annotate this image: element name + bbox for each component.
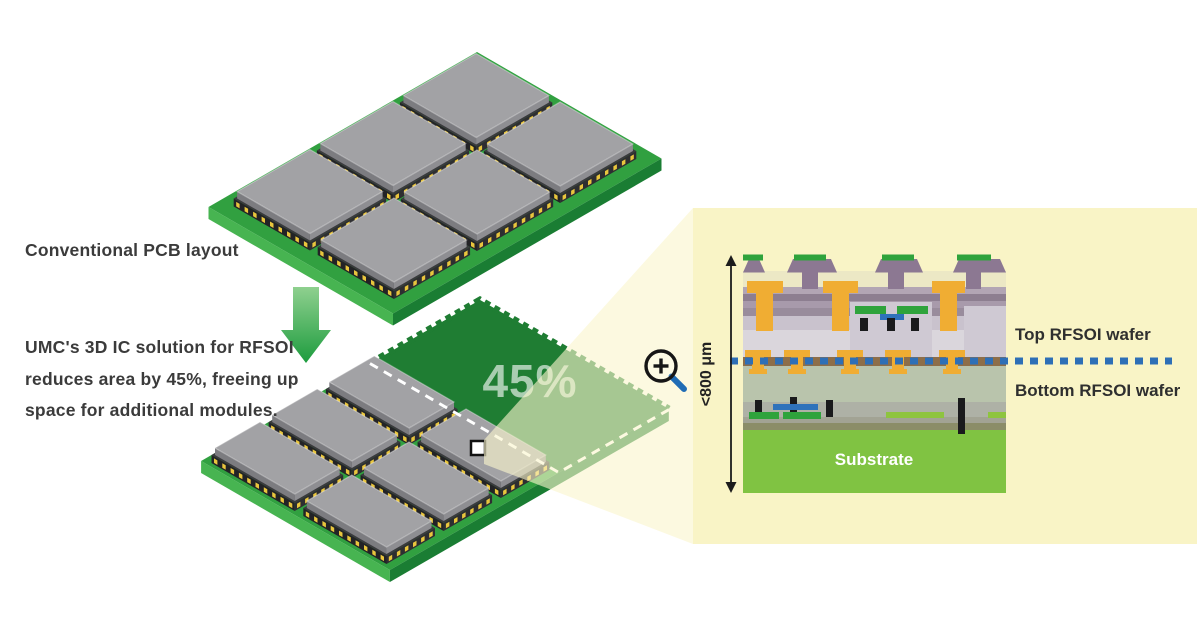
wafer-cross-section (743, 254, 1006, 493)
solution-description: UMC's 3D IC solution for RFSOI reduces a… (25, 332, 299, 427)
conventional-pcb-board (208, 52, 662, 326)
zoom-source-marker (469, 439, 487, 457)
solution-description-line2: reduces area by 45%, freeing up (25, 368, 299, 389)
thickness-dimension-label: <800 μm (698, 342, 715, 407)
down-arrow-icon (281, 287, 331, 363)
saved-area-dashed-outline (369, 362, 671, 475)
solution-description-line3: space for additional modules. (25, 400, 278, 420)
dimension-arrow (725, 255, 737, 493)
solution-description-line1: UMC's 3D IC solution for RFSOI (25, 337, 294, 357)
bottom-wafer-label: Bottom RFSOI wafer (1015, 381, 1181, 400)
top-wafer-label: Top RFSOI wafer (1015, 325, 1151, 344)
conventional-caption: Conventional PCB layout (25, 240, 239, 260)
zoom-in-icon (644, 349, 687, 392)
substrate-label: Substrate (835, 450, 913, 469)
zoom-beam (484, 208, 693, 544)
